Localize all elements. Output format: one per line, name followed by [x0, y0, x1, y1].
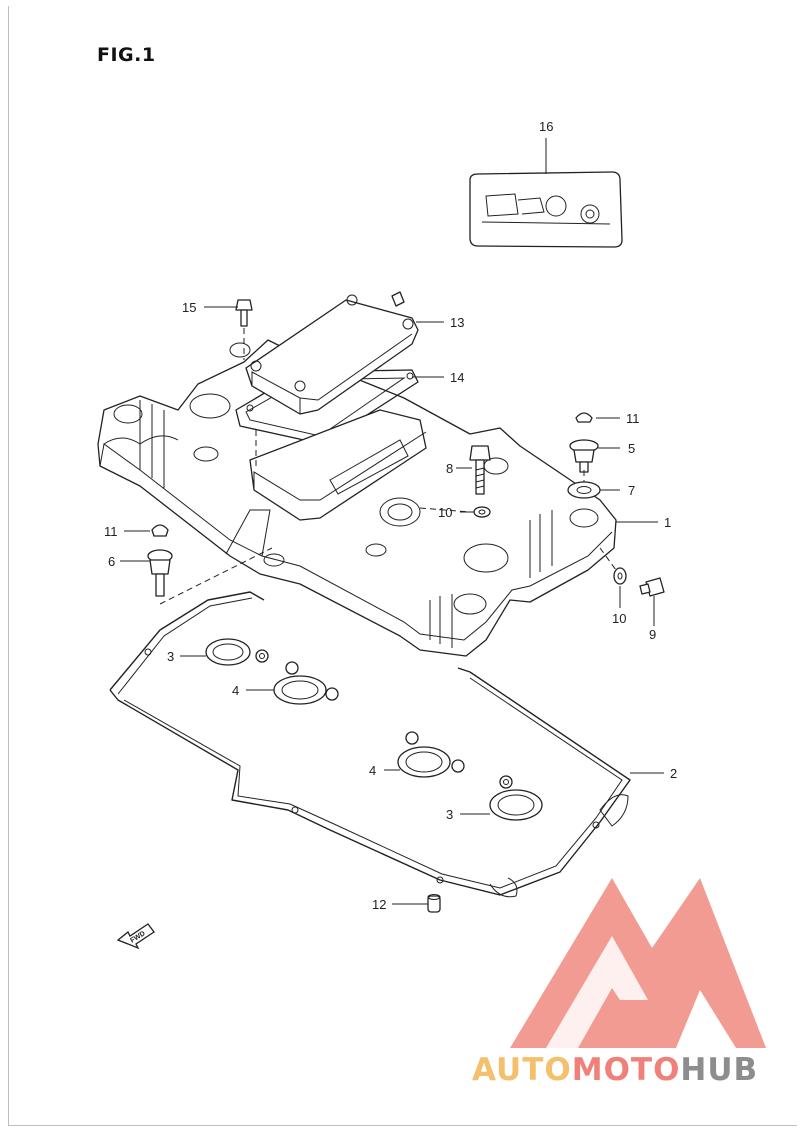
callout-14: 14	[450, 370, 464, 385]
callout-10-center: 10	[438, 505, 452, 520]
callout-10-right: 10	[612, 611, 626, 626]
callout-1: 1	[664, 515, 671, 530]
page-frame	[8, 6, 797, 1126]
callout-9: 9	[649, 627, 656, 642]
watermark-wordmark: AUTOMOTOHUB	[472, 1052, 758, 1088]
callout-12: 12	[372, 897, 386, 912]
part-4-plug-gasket-a	[273, 661, 339, 705]
part-8-bolt	[469, 445, 491, 495]
callout-4-lower: 4	[369, 763, 376, 778]
callout-leaders	[120, 138, 664, 905]
callout-16: 16	[539, 119, 553, 134]
part-3-plug-gasket-a	[205, 638, 269, 666]
callout-5: 5	[628, 441, 635, 456]
part-12-dowel	[427, 894, 441, 913]
part-11-cap-left	[151, 524, 169, 537]
part-1-cylinder-head-cover	[97, 339, 617, 657]
watermark-hub: HUB	[680, 1052, 759, 1088]
assembly-lines	[159, 328, 617, 605]
part-2-cover-gasket	[109, 591, 631, 898]
part-10-washer-right	[613, 567, 627, 585]
watermark-auto: AUTO	[472, 1052, 572, 1088]
callout-3-upper: 3	[167, 649, 174, 664]
part-15-bolt	[235, 299, 253, 327]
callout-7: 7	[628, 483, 635, 498]
part-4-plug-gasket-b	[397, 731, 465, 778]
callout-3-lower: 3	[446, 807, 453, 822]
watermark-logo	[510, 878, 766, 1048]
callout-15: 15	[182, 300, 196, 315]
part-9-screw	[639, 577, 665, 597]
part-6-mount-bolt	[147, 549, 173, 597]
breather-chamber	[249, 409, 427, 521]
part-11-cap-right	[575, 412, 593, 423]
callout-6: 6	[108, 554, 115, 569]
part-5-mount-bolt	[569, 439, 599, 473]
callout-11-right: 11	[626, 411, 640, 426]
callout-2: 2	[670, 766, 677, 781]
figure-title: FIG.1	[97, 44, 156, 66]
part-16-gasket-set	[469, 171, 623, 248]
callout-13: 13	[450, 315, 464, 330]
part-3-plug-gasket-b	[489, 775, 543, 821]
part-10-washer-center	[473, 506, 491, 518]
watermark-moto: MOTO	[571, 1052, 681, 1088]
callout-4-upper: 4	[232, 683, 239, 698]
part-13-breather-cover	[245, 291, 419, 415]
callout-labels: 16 15 13 14 11 5 8 7 10 1 11 6 10 9 3 4 …	[104, 119, 677, 912]
part-7-washer	[567, 481, 601, 499]
callout-11-left: 11	[104, 524, 118, 539]
forward-direction-arrow: FWD	[116, 923, 155, 950]
callout-8: 8	[446, 461, 453, 476]
